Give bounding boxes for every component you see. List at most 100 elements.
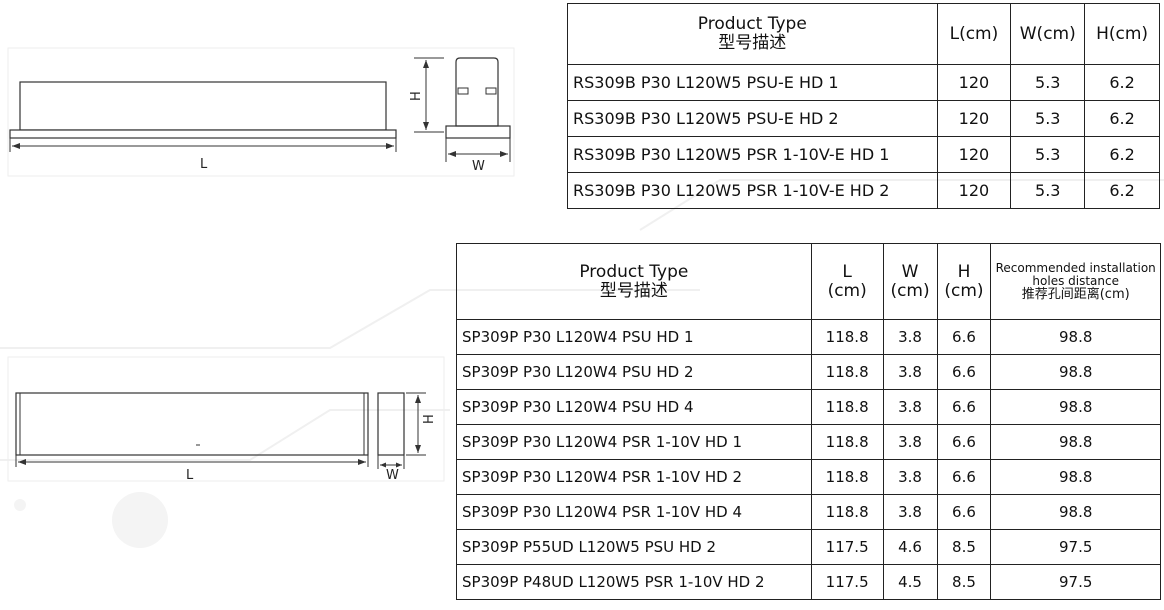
cell-height: 6.6 (936, 424, 992, 460)
cell-width: 3.8 (882, 354, 938, 390)
cell-width: 3.8 (882, 389, 938, 425)
cell-length: 120 (936, 136, 1012, 173)
cell-holes-distance: 98.8 (990, 389, 1161, 425)
spec-table-rs309b: Product Type 型号描述 L(cm) W(cm) H(cm) RS30… (567, 3, 1160, 209)
cell-height: 6.6 (936, 319, 992, 355)
cell-width: 5.3 (1010, 100, 1086, 137)
cell-width: 3.8 (882, 459, 938, 495)
cell-length: 118.8 (810, 319, 884, 355)
cell-width: 5.3 (1010, 172, 1086, 209)
cell-name: SP309P P30 L120W4 PSR 1-10V HD 1 (456, 424, 812, 460)
cell-height: 6.6 (936, 494, 992, 530)
table-row: SP309P P30 L120W4 PSR 1-10V HD 1 118.8 3… (456, 424, 1161, 460)
table-row: RS309B P30 L120W5 PSU-E HD 2 120 5.3 6.2 (567, 100, 1160, 137)
cell-length: 120 (936, 100, 1012, 137)
table-row: SP309P P30 L120W4 PSU HD 1 118.8 3.8 6.6… (456, 319, 1161, 355)
cell-name: SP309P P30 L120W4 PSU HD 1 (456, 319, 812, 355)
cell-width: 4.6 (882, 529, 938, 565)
header-length: L (cm) (810, 243, 884, 320)
drawing-sp309p: L H W (7, 356, 445, 483)
header-height-unit: (cm) (944, 280, 984, 301)
header-product-type-en: Product Type (579, 261, 689, 282)
header-width: W(cm) (1010, 3, 1086, 65)
table-row: RS309B P30 L120W5 PSU-E HD 1 120 5.3 6.2 (567, 64, 1160, 101)
header-product-type-cn: 型号描述 (599, 280, 668, 301)
cell-name: RS309B P30 L120W5 PSR 1-10V-E HD 1 (567, 136, 938, 173)
cell-length: 117.5 (810, 529, 884, 565)
cell-holes-distance: 98.8 (990, 319, 1161, 355)
header-holes-distance: Recommended installation holes distance … (990, 243, 1161, 320)
cell-length: 120 (936, 172, 1012, 209)
drawing-rs309b: L H W (7, 47, 515, 177)
table-row: SP309P P30 L120W4 PSR 1-10V HD 2 118.8 3… (456, 459, 1161, 495)
header-width-unit: (cm) (890, 280, 930, 301)
table-row: RS309B P30 L120W5 PSR 1-10V-E HD 2 120 5… (567, 172, 1160, 209)
spec-table-sp309p: Product Type 型号描述 L (cm) W (cm) H (cm) R… (456, 243, 1161, 600)
cell-width: 4.5 (882, 564, 938, 600)
cell-name: RS309B P30 L120W5 PSR 1-10V-E HD 2 (567, 172, 938, 209)
cell-height: 8.5 (936, 564, 992, 600)
cell-height: 8.5 (936, 529, 992, 565)
cell-height: 6.6 (936, 459, 992, 495)
drawing1-label-l: L (200, 157, 208, 172)
cell-length: 118.8 (810, 424, 884, 460)
table-row: SP309P P30 L120W4 PSU HD 2 118.8 3.8 6.6… (456, 354, 1161, 390)
table-header-row: Product Type 型号描述 L (cm) W (cm) H (cm) R… (456, 243, 1161, 320)
cell-length: 117.5 (810, 564, 884, 600)
header-product-type-en: Product Type (697, 14, 807, 34)
header-length-unit: (cm) (827, 280, 867, 301)
drawing1-label-w: W (472, 159, 485, 174)
cell-height: 6.2 (1084, 64, 1160, 101)
cell-width: 5.3 (1010, 136, 1086, 173)
table-row: RS309B P30 L120W5 PSR 1-10V-E HD 1 120 5… (567, 136, 1160, 173)
cell-length: 120 (936, 64, 1012, 101)
drawing2-label-l: L (186, 468, 194, 483)
table-row: SP309P P30 L120W4 PSR 1-10V HD 4 118.8 3… (456, 494, 1161, 530)
cell-length: 118.8 (810, 494, 884, 530)
cell-holes-distance: 97.5 (990, 564, 1161, 600)
header-holes-distance-en: Recommended installation holes distance (995, 261, 1156, 288)
header-height: H (cm) (936, 243, 992, 320)
cell-name: SP309P P30 L120W4 PSR 1-10V HD 4 (456, 494, 812, 530)
cell-holes-distance: 98.8 (990, 494, 1161, 530)
cell-width: 3.8 (882, 494, 938, 530)
table-row: SP309P P48UD L120W5 PSR 1-10V HD 2 117.5… (456, 564, 1161, 600)
cell-name: SP309P P55UD L120W5 PSU HD 2 (456, 529, 812, 565)
cell-height: 6.2 (1084, 172, 1160, 209)
cell-name: RS309B P30 L120W5 PSU-E HD 1 (567, 64, 938, 101)
header-length-label: L (842, 261, 852, 282)
cell-holes-distance: 98.8 (990, 424, 1161, 460)
cell-holes-distance: 98.8 (990, 459, 1161, 495)
header-product-type: Product Type 型号描述 (567, 3, 938, 65)
cell-width: 5.3 (1010, 64, 1086, 101)
cell-height: 6.6 (936, 389, 992, 425)
header-length: L(cm) (936, 3, 1012, 65)
drawing2-label-h: H (422, 414, 437, 424)
table-row: SP309P P55UD L120W5 PSU HD 2 117.5 4.6 8… (456, 529, 1161, 565)
header-holes-distance-cn: 推荐孔间距离(cm) (1021, 287, 1130, 302)
cell-name: SP309P P30 L120W4 PSR 1-10V HD 2 (456, 459, 812, 495)
header-width-label: W (901, 261, 919, 282)
header-product-type-cn: 型号描述 (718, 33, 787, 53)
cell-name: SP309P P30 L120W4 PSU HD 4 (456, 389, 812, 425)
cell-name: SP309P P30 L120W4 PSU HD 2 (456, 354, 812, 390)
cell-name: RS309B P30 L120W5 PSU-E HD 2 (567, 100, 938, 137)
header-product-type: Product Type 型号描述 (456, 243, 812, 320)
table-row: SP309P P30 L120W4 PSU HD 4 118.8 3.8 6.6… (456, 389, 1161, 425)
cell-height: 6.6 (936, 354, 992, 390)
cell-height: 6.2 (1084, 136, 1160, 173)
drawing1-label-h: H (409, 91, 424, 101)
cell-length: 118.8 (810, 459, 884, 495)
cell-length: 118.8 (810, 354, 884, 390)
cell-length: 118.8 (810, 389, 884, 425)
drawing2-label-w: W (386, 468, 399, 483)
header-height: H(cm) (1084, 3, 1160, 65)
table-header-row: Product Type 型号描述 L(cm) W(cm) H(cm) (567, 3, 1160, 65)
cell-holes-distance: 97.5 (990, 529, 1161, 565)
header-height-label: H (957, 261, 971, 282)
cell-width: 3.8 (882, 319, 938, 355)
cell-holes-distance: 98.8 (990, 354, 1161, 390)
cell-width: 3.8 (882, 424, 938, 460)
cell-height: 6.2 (1084, 100, 1160, 137)
header-width: W (cm) (882, 243, 938, 320)
